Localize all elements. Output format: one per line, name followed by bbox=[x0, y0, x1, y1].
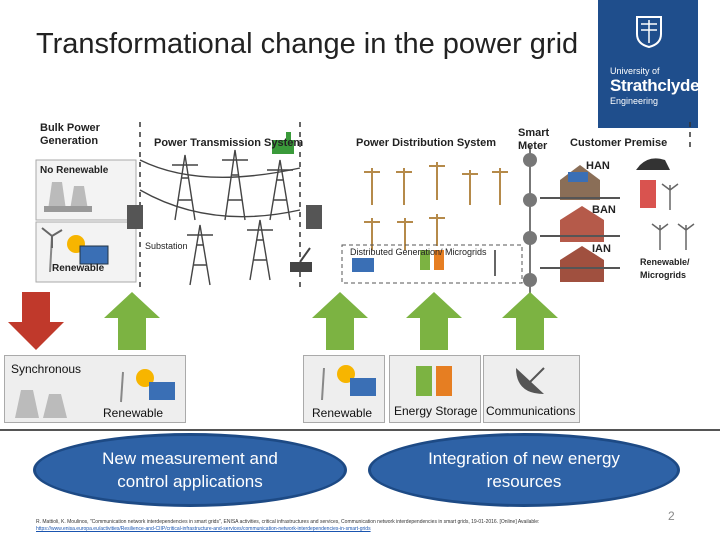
renewable-mid-label: Renewable bbox=[312, 406, 373, 420]
satellite-dish-icon bbox=[516, 367, 545, 394]
slide-title: Transformational change in the power gri… bbox=[36, 28, 579, 60]
logo-line-1: University of bbox=[610, 66, 660, 76]
substation-label: Substation bbox=[145, 241, 188, 251]
green-arrow-1 bbox=[104, 292, 160, 350]
university-logo: University of Strathclyde Engineering bbox=[598, 0, 700, 128]
integration-oval: Integration of new energy resources bbox=[368, 433, 680, 507]
no-renewable-label: No Renewable bbox=[40, 165, 109, 176]
battery-icon bbox=[416, 366, 452, 396]
ian-label: IAN bbox=[592, 243, 611, 255]
dg-microgrids-label: Distributed Generation/ Microgrids bbox=[350, 247, 487, 257]
logo-line-3: Engineering bbox=[610, 96, 659, 106]
reference-link[interactable]: https://www.enisa.europa.eu/activities/R… bbox=[36, 526, 371, 532]
arrows-row bbox=[8, 292, 558, 350]
bulk-power-label: Bulk Power Generation bbox=[40, 122, 100, 147]
solar-wind-icon bbox=[120, 369, 175, 403]
reference-body: R. Mattioli, K. Moulinos, "Communication… bbox=[36, 519, 540, 525]
ban-label: BAN bbox=[592, 204, 616, 216]
communications-box: Communications bbox=[483, 355, 580, 423]
green-arrow-3 bbox=[406, 292, 462, 350]
bottom-divider bbox=[0, 429, 720, 431]
green-arrow-4 bbox=[502, 292, 558, 350]
reference-text: R. Mattioli, K. Moulinos, "Communication… bbox=[36, 519, 626, 533]
solar-wind-icon bbox=[321, 365, 376, 401]
han-label: HAN bbox=[586, 160, 610, 172]
synchronous-label: Synchronous bbox=[11, 362, 82, 376]
distribution-label: Power Distribution System bbox=[356, 137, 496, 149]
renewable-mid-box: Renewable bbox=[303, 355, 385, 423]
smart-meter-label: Smart Meter bbox=[518, 127, 550, 152]
renewable-left-label: Renewable bbox=[103, 406, 164, 420]
red-arrow bbox=[8, 292, 64, 350]
energy-storage-label: Energy Storage bbox=[394, 404, 478, 418]
communications-label: Communications bbox=[486, 404, 576, 418]
power-plant-icon bbox=[15, 390, 67, 418]
logo-line-2: Strathclyde bbox=[610, 76, 700, 95]
crest-icon bbox=[636, 16, 662, 48]
grid-illustration bbox=[35, 122, 695, 295]
energy-storage-box: Energy Storage bbox=[389, 355, 481, 423]
green-arrow-2 bbox=[312, 292, 368, 350]
synchronous-renewable-box: Synchronous Renewable bbox=[4, 355, 186, 423]
measurement-oval: New measurement and control applications bbox=[33, 433, 347, 507]
page-number: 2 bbox=[668, 509, 675, 523]
smart-grid-diagram: Bulk Power Generation No Renewable Renew… bbox=[0, 110, 720, 440]
customer-premise-label: Customer Premise bbox=[570, 137, 668, 149]
renewable-microgrids-label: Renewable/ Microgrids bbox=[640, 257, 690, 280]
transmission-label: Power Transmission System bbox=[154, 137, 304, 149]
renewable-top-label: Renewable bbox=[52, 263, 105, 274]
